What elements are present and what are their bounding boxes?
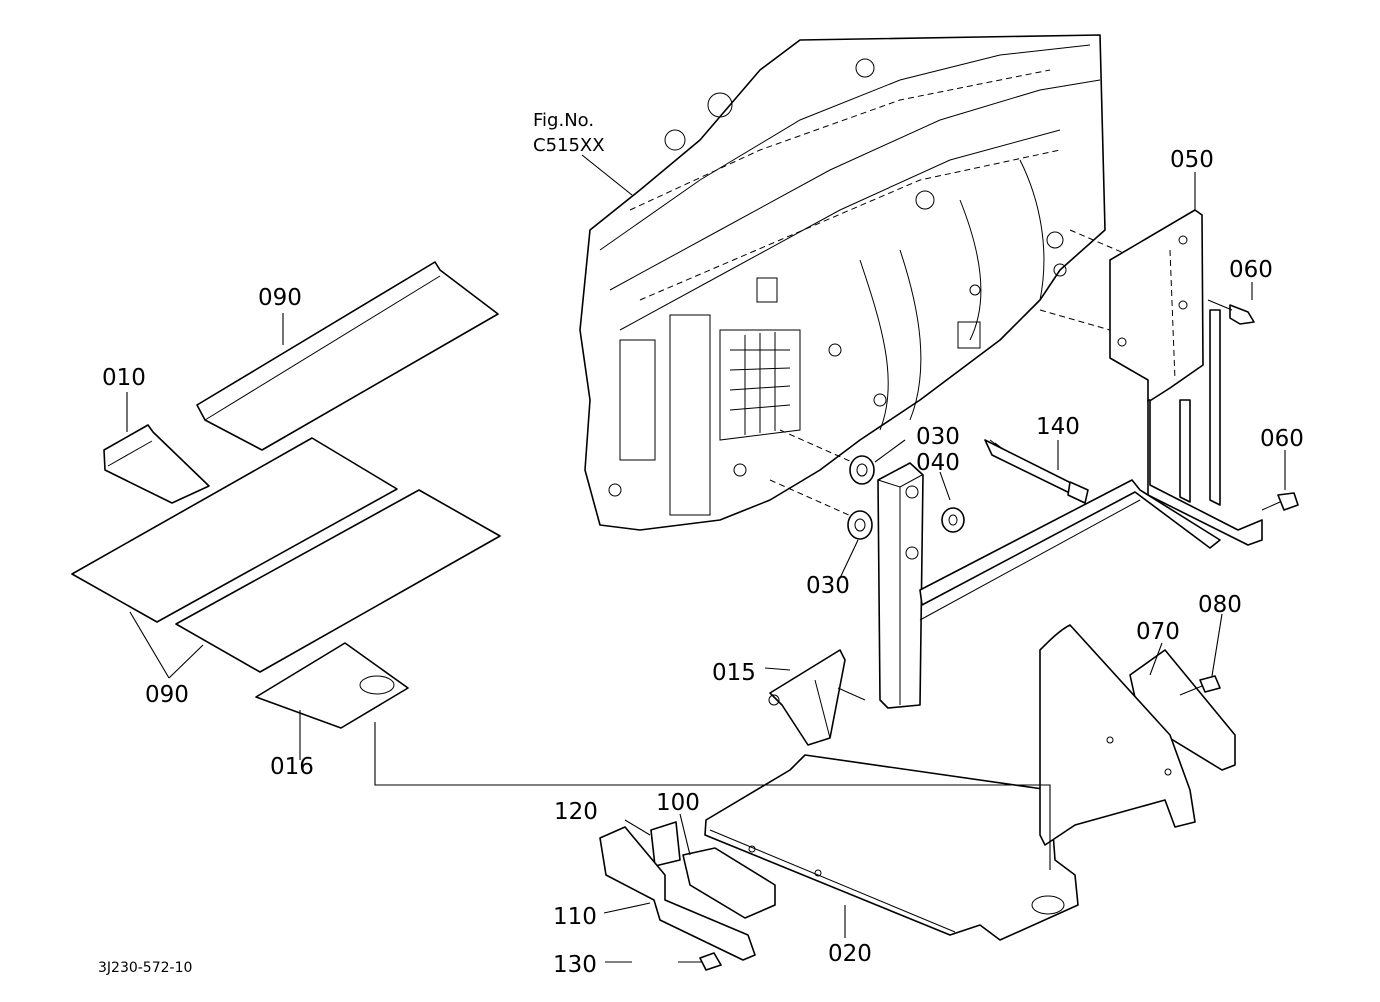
part-030-spacer-top (849, 455, 875, 485)
drawing-code: 3J230-572-10 (98, 960, 192, 976)
part-110-bracket (599, 826, 756, 961)
part-016-plate (255, 642, 409, 729)
figure-reference-line2: C515XX (533, 135, 605, 156)
part-015-bracket (768, 649, 866, 746)
callout-110: 110 (553, 904, 597, 930)
callout-140: 140 (1036, 414, 1080, 440)
callout-010: 010 (102, 365, 146, 391)
part-010-bracket (103, 424, 210, 504)
part-060-bolt-upper (1207, 299, 1255, 325)
callout-015: 015 (712, 660, 756, 686)
callout-090-bottom: 090 (145, 682, 189, 708)
callout-050: 050 (1170, 147, 1214, 173)
callout-030-lower: 030 (806, 573, 850, 599)
callout-100: 100 (656, 790, 700, 816)
part-090-angle-strip (196, 261, 499, 451)
part-090-plates (71, 437, 501, 673)
callout-016: 016 (270, 754, 314, 780)
callout-090-top: 090 (258, 285, 302, 311)
part-040-washer (941, 507, 965, 533)
callout-020: 020 (828, 941, 872, 967)
part-130-bolt (678, 952, 722, 971)
callout-070: 070 (1136, 619, 1180, 645)
part-030-spacer-bottom (847, 510, 873, 540)
callout-130: 130 (553, 952, 597, 978)
callout-030-upper: 030 (916, 424, 960, 450)
part-020-base-bracket (704, 624, 1196, 941)
callout-040: 040 (916, 450, 960, 476)
leader-lines (126, 154, 1286, 963)
part-050-panel (1109, 209, 1204, 403)
part-100-plate (682, 847, 776, 919)
part-060-bolt-lower (1261, 492, 1299, 511)
support-frame (877, 309, 1263, 709)
part-080-bolt (1179, 675, 1221, 696)
callout-120: 120 (554, 799, 598, 825)
callout-060-upper: 060 (1229, 257, 1273, 283)
part-140-bolt (984, 439, 1089, 504)
callout-080: 080 (1198, 592, 1242, 618)
callout-060-lower: 060 (1260, 426, 1304, 452)
figure-reference-line1: Fig.No. (533, 110, 594, 131)
transmission-assembly (579, 34, 1141, 531)
part-120-pad (650, 821, 681, 867)
